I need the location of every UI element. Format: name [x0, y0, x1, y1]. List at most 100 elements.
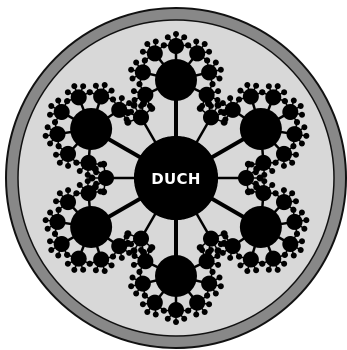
leaf-node [144, 309, 150, 315]
leaf-node [289, 160, 295, 166]
leaf-node [303, 217, 309, 223]
leaf-node [144, 41, 150, 47]
leaf-node [218, 283, 224, 289]
leaf-node [133, 59, 139, 65]
leaf-node [269, 168, 275, 174]
child-node [135, 276, 151, 292]
secondary-leaf-node [140, 249, 147, 256]
leaf-node [204, 293, 210, 299]
secondary-leaf-node [131, 102, 138, 109]
leaf-node [185, 42, 191, 48]
satellite-node [240, 206, 282, 248]
leaf-node [131, 88, 137, 94]
leaf-node [299, 238, 305, 244]
leaf-node [281, 163, 287, 169]
leaf-node [52, 231, 58, 237]
leaf-node [77, 168, 83, 174]
child-node [201, 276, 217, 292]
leaf-node [136, 269, 142, 275]
secondary-leaf-node [221, 119, 228, 126]
satellite-node [155, 255, 197, 297]
leaf-node [294, 119, 300, 125]
leaf-node [45, 226, 51, 232]
leaf-node [161, 42, 167, 48]
leaf-node [140, 301, 146, 307]
leaf-node [215, 262, 221, 268]
child-node [189, 295, 205, 311]
satellite-node [240, 108, 282, 150]
secondary-leaf-node [245, 188, 252, 195]
secondary-leaf-node [245, 161, 252, 168]
secondary-leaf-node [197, 244, 204, 251]
leaf-node [303, 133, 309, 139]
child-node [93, 89, 109, 105]
leaf-node [57, 160, 63, 166]
leaf-node [65, 187, 71, 193]
leaf-node [215, 88, 221, 94]
child-node [286, 214, 302, 230]
leaf-node [185, 308, 191, 314]
leaf-node [299, 210, 305, 216]
leaf-node [193, 38, 199, 44]
leaf-node [102, 268, 108, 274]
center-label: DUCH [151, 170, 200, 188]
leaf-node [109, 262, 115, 268]
leaf-node [47, 140, 53, 146]
leaf-node [204, 58, 210, 64]
secondary-leaf-node [205, 100, 212, 107]
secondary-leaf-node [124, 230, 131, 237]
child-node [276, 194, 292, 210]
leaf-node [140, 49, 146, 55]
leaf-node [56, 207, 62, 213]
leaf-node [128, 67, 134, 73]
secondary-leaf-node [124, 109, 131, 116]
child-node [60, 146, 76, 162]
leaf-node [193, 312, 199, 318]
secondary-leaf-node [253, 165, 260, 172]
child-node [276, 146, 292, 162]
child-node [225, 102, 241, 118]
leaf-node [282, 98, 288, 104]
leaf-node [253, 267, 259, 273]
child-node [54, 236, 70, 252]
leaf-node [161, 308, 167, 314]
leaf-node [109, 88, 115, 94]
child-node [111, 102, 127, 118]
secondary-leaf-node [100, 188, 107, 195]
leaf-node [298, 247, 304, 253]
leaf-node [237, 262, 243, 268]
leaf-node [65, 89, 71, 95]
leaf-node [290, 207, 296, 213]
leaf-node [227, 95, 233, 101]
secondary-leaf-node [215, 247, 222, 254]
child-node [201, 64, 217, 80]
leaf-node [218, 67, 224, 73]
secondary-leaf-node [197, 105, 204, 112]
leaf-node [217, 75, 223, 81]
secondary-leaf-node [92, 165, 99, 172]
leaf-node [173, 31, 179, 37]
child-node [71, 89, 87, 105]
child-node [168, 302, 184, 318]
secondary-node [203, 109, 219, 125]
secondary-leaf-node [221, 240, 228, 247]
leaf-node [77, 182, 83, 188]
leaf-node [80, 267, 86, 273]
child-node [111, 238, 127, 254]
leaf-node [282, 252, 288, 258]
leaf-node [299, 140, 305, 146]
leaf-node [275, 83, 281, 89]
child-node [93, 251, 109, 267]
leaf-node [55, 98, 61, 104]
leaf-node [202, 41, 208, 47]
leaf-node [110, 254, 116, 260]
secondary-node [133, 109, 149, 125]
child-node [265, 251, 281, 267]
leaf-node [213, 291, 219, 297]
child-node [135, 64, 151, 80]
satellite-node [70, 206, 112, 248]
leaf-node [48, 103, 54, 109]
leaf-node [165, 34, 171, 40]
leaf-node [269, 182, 275, 188]
